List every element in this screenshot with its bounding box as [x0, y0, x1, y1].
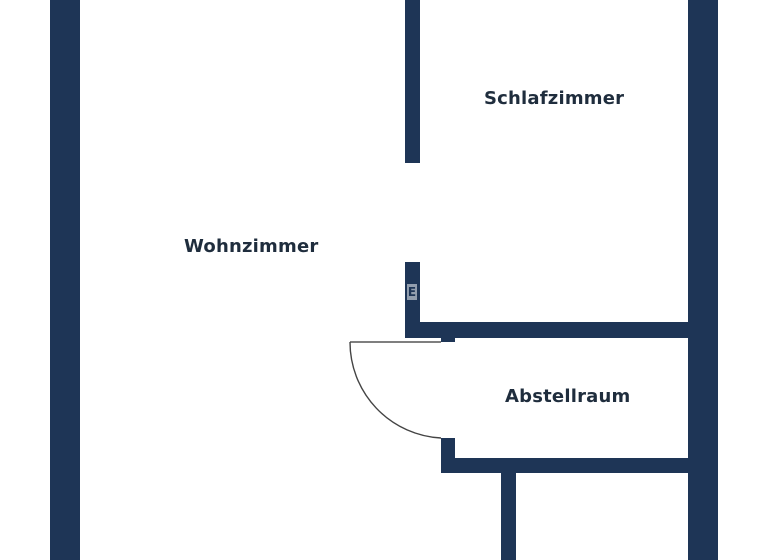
- outer-wall-left: [50, 0, 80, 560]
- door-jamb-top: [441, 336, 455, 342]
- room-label-schlafzimmer: Schlafzimmer: [484, 88, 625, 109]
- wall-lower-vertical: [501, 473, 516, 560]
- outer-wall-right: [688, 0, 718, 560]
- wall-bedroom-storage: [405, 322, 688, 338]
- wall-storage-bottom: [441, 458, 688, 473]
- interior-wall-bedroom-lower: [405, 262, 420, 338]
- interior-wall-bedroom-upper: [405, 0, 420, 163]
- room-label-abstellraum: Abstellraum: [505, 386, 631, 407]
- watermark-fragment: E: [407, 284, 417, 300]
- room-label-wohnzimmer: Wohnzimmer: [184, 236, 319, 257]
